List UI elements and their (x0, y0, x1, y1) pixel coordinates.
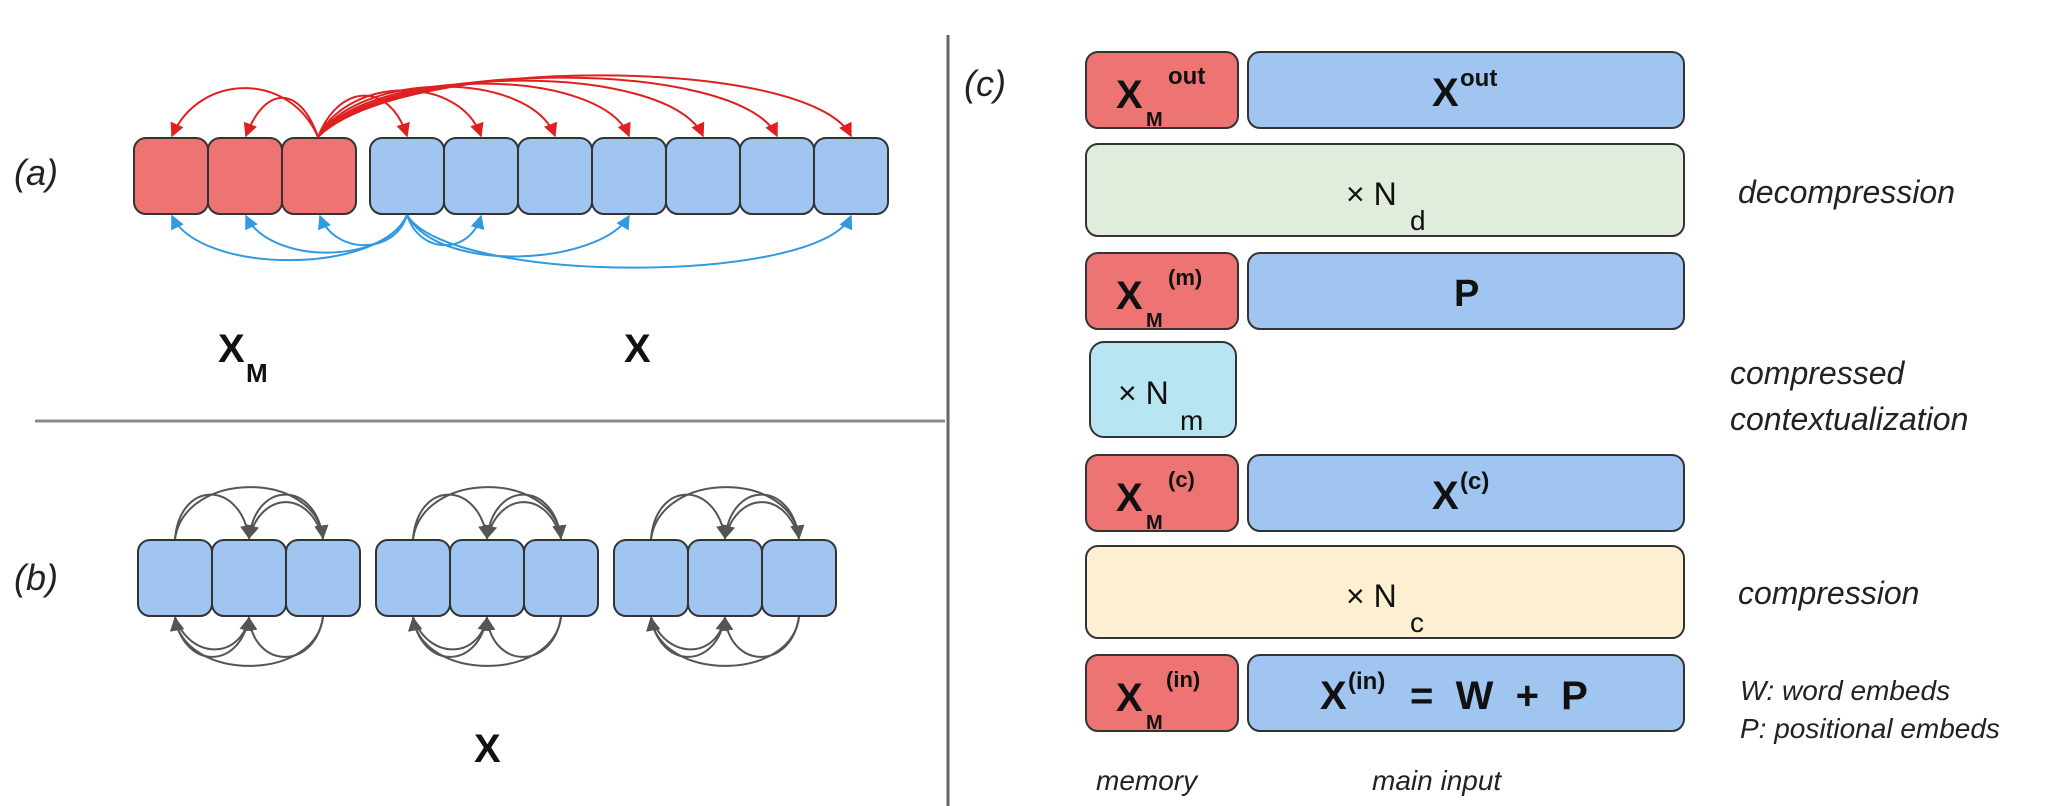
input-token (761, 539, 837, 617)
input-token (591, 137, 667, 215)
positional-block (1247, 252, 1685, 330)
input-attention-arrows (171, 214, 853, 269)
svg-text:X: X (1432, 71, 1459, 115)
svg-text:M: M (1146, 109, 1163, 131)
input-token (449, 539, 525, 617)
block-group (137, 539, 361, 617)
svg-text:(in): (in) (1348, 668, 1385, 695)
panel-a-memory-label: X M (218, 327, 268, 388)
input-token (369, 137, 445, 215)
contextualization-label-line2: contextualization (1730, 401, 1968, 437)
svg-text:X: X (1116, 73, 1143, 117)
input-token (375, 539, 451, 617)
main-out-block (1247, 51, 1685, 129)
footer-memory-label: memory (1096, 765, 1199, 796)
svg-text:m: m (1180, 405, 1203, 436)
row-input: X M (in) X (in) = W + P W: word embeds P… (1085, 654, 2000, 744)
svg-text:M: M (1146, 712, 1163, 734)
svg-text:X: X (1116, 476, 1143, 520)
input-token (517, 137, 593, 215)
svg-text:out: out (1460, 65, 1497, 92)
input-token (687, 539, 763, 617)
svg-text:d: d (1410, 205, 1426, 236)
svg-text:X: X (1116, 676, 1143, 720)
main-in-block (1247, 654, 1685, 732)
svg-text:(m): (m) (1168, 265, 1202, 290)
panel-b-block-groups (137, 539, 837, 617)
svg-text:X: X (1116, 274, 1143, 318)
memory-attention-arrows (170, 74, 852, 138)
svg-text:X: X (218, 327, 245, 371)
svg-text:M: M (1146, 512, 1163, 534)
svg-text:× N: × N (1118, 375, 1169, 411)
memory-m-block (1085, 252, 1239, 330)
word-embeds-note: W: word embeds (1740, 675, 1950, 706)
memory-token (207, 137, 283, 215)
svg-text:× N: × N (1346, 578, 1397, 614)
svg-text:M: M (246, 358, 268, 388)
main-c-block (1247, 454, 1685, 532)
row-output: X M out X out (1085, 51, 1685, 131)
svg-text:X: X (1432, 474, 1459, 518)
contextualization-block (1089, 341, 1237, 438)
svg-text:(in): (in) (1166, 667, 1200, 692)
input-token (211, 539, 287, 617)
input-token (443, 137, 519, 215)
input-token (523, 539, 599, 617)
local-attention-arrows (170, 486, 805, 667)
positional-embeds-note: P: positional embeds (1740, 713, 2000, 744)
input-token (613, 539, 689, 617)
svg-text:out: out (1168, 63, 1205, 90)
footer-main-input-label: main input (1372, 765, 1502, 796)
decompression-label: decompression (1738, 174, 1955, 210)
memory-token (281, 137, 357, 215)
block-group (375, 539, 599, 617)
panel-b-main-label: X (474, 727, 501, 771)
svg-text:(c): (c) (1168, 467, 1195, 492)
row-compression: × N c compression (1085, 545, 1919, 639)
row-memory-m: X M (m) P (1085, 252, 1685, 332)
panel-a-label: (a) (14, 152, 58, 193)
svg-text:= W + P: = W + P (1410, 674, 1588, 718)
panel-b-label: (b) (14, 557, 58, 598)
input-token (137, 539, 213, 617)
row-decompression: × N d decompression (1085, 143, 1955, 237)
input-token (285, 539, 361, 617)
compression-block (1085, 545, 1685, 639)
svg-text:M: M (1146, 310, 1163, 332)
decompression-block (1085, 143, 1685, 237)
svg-text:c: c (1410, 607, 1424, 638)
compression-label: compression (1738, 575, 1919, 611)
block-group (613, 539, 837, 617)
svg-text:(c): (c) (1460, 468, 1489, 495)
row-memory-c: X M (c) X (c) (1085, 454, 1685, 534)
memory-token (133, 137, 209, 215)
memory-in-block (1085, 654, 1239, 732)
memory-c-block (1085, 454, 1239, 532)
panel-a-memory-blocks (133, 137, 357, 215)
input-token (739, 137, 815, 215)
panel-a-input-blocks (369, 137, 889, 215)
svg-text:P: P (1454, 273, 1479, 315)
input-token (665, 137, 741, 215)
memory-out-block (1085, 51, 1239, 129)
panel-c-label: (c) (964, 63, 1006, 104)
panel-a-main-label: X (624, 327, 651, 371)
svg-text:× N: × N (1346, 176, 1397, 212)
contextualization-label-line1: compressed (1730, 355, 1906, 391)
svg-text:X: X (1320, 674, 1347, 718)
row-contextualization: × N m compressed contextualization (1089, 341, 1968, 438)
input-token (813, 137, 889, 215)
